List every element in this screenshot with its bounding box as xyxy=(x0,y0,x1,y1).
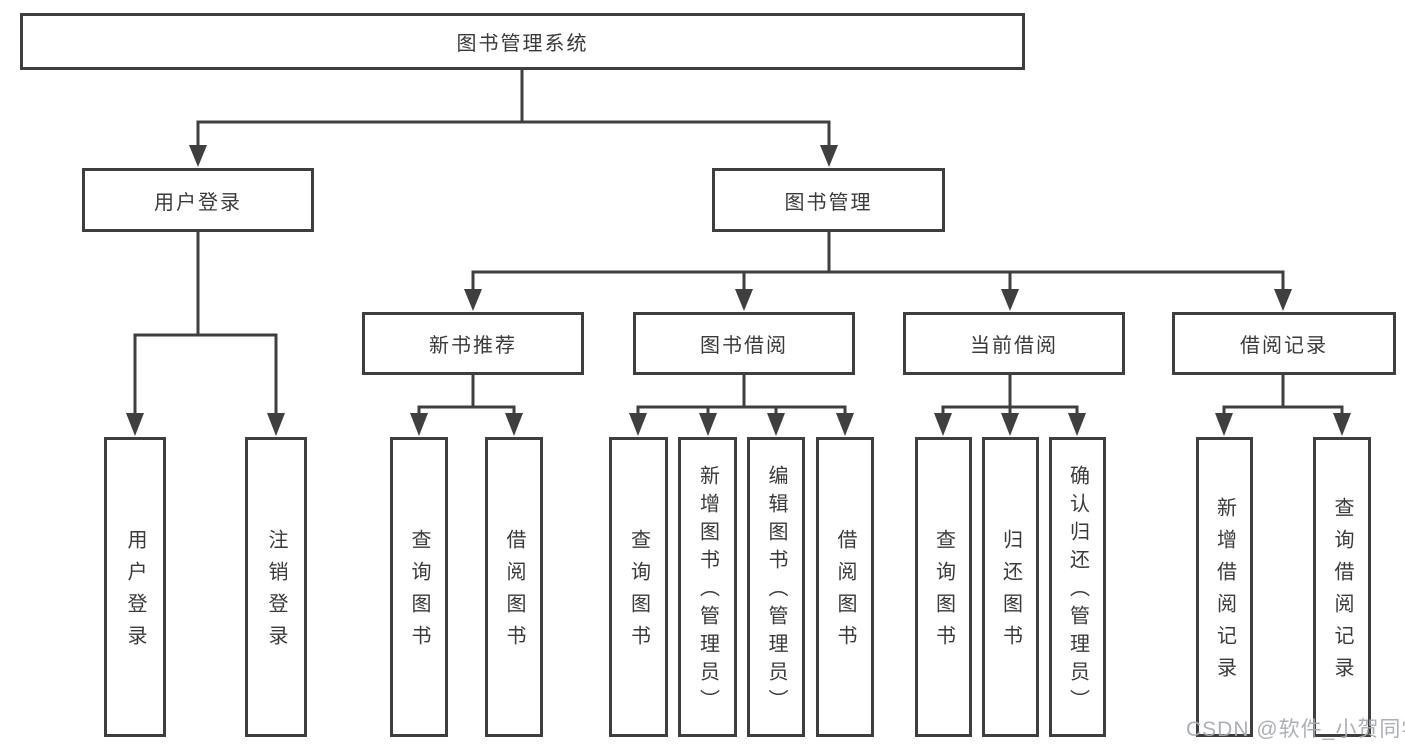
arrowhead-icon xyxy=(1001,289,1019,311)
arrowhead-icon xyxy=(267,413,285,436)
connector-user-login-children xyxy=(126,232,285,436)
node-edit-books-admin-leaf: 编辑图书（管理员） xyxy=(747,437,805,737)
connector-book-borrow-children xyxy=(629,375,854,436)
node-query-borrow-record-leaf: 查询借阅记录 xyxy=(1313,437,1371,737)
arrowhead-icon xyxy=(699,413,717,436)
node-label: 图书管理系统 xyxy=(456,33,589,55)
node-label: 借阅图书 xyxy=(834,529,856,657)
node-label: 查询借阅记录 xyxy=(1331,497,1353,689)
node-label: 注销登录 xyxy=(265,529,287,657)
node-label: 用户登录 xyxy=(154,191,242,214)
node-logout-leaf: 注销登录 xyxy=(245,437,307,737)
node-label: 新增图书（管理员） xyxy=(696,465,719,717)
connector-new-books-children xyxy=(410,375,523,436)
node-borrow-records: 借阅记录 xyxy=(1172,312,1396,375)
node-label: 借阅图书 xyxy=(503,529,525,657)
node-label: 确认归还（管理员） xyxy=(1066,465,1089,717)
node-add-borrow-record-leaf: 新增借阅记录 xyxy=(1196,437,1253,737)
arrowhead-icon xyxy=(1215,413,1233,436)
node-query-books-leaf: 查询图书 xyxy=(609,437,668,737)
node-label: 借阅记录 xyxy=(1240,335,1328,357)
arrowhead-icon xyxy=(189,145,207,167)
arrowhead-icon xyxy=(820,145,838,167)
node-label: 查询图书 xyxy=(408,529,430,657)
node-label: 新书推荐 xyxy=(429,335,517,357)
node-query-books-leaf: 查询图书 xyxy=(915,437,972,737)
node-query-books-leaf: 查询图书 xyxy=(390,437,448,737)
node-user-login-leaf: 用户登录 xyxy=(104,437,166,737)
arrowhead-icon xyxy=(505,413,523,436)
node-label: 查询图书 xyxy=(932,529,955,657)
node-label: 归还图书 xyxy=(999,529,1022,657)
arrowhead-icon xyxy=(934,413,952,436)
arrowhead-icon xyxy=(126,413,144,436)
node-label: 新增借阅记录 xyxy=(1213,497,1236,689)
node-book-management: 图书管理 xyxy=(712,168,945,232)
arrowhead-icon xyxy=(767,413,785,436)
connector-borrow-records-children xyxy=(1215,375,1351,436)
arrowhead-icon xyxy=(1274,289,1292,311)
arrowhead-icon xyxy=(836,413,854,436)
connector-book-mgmt-children xyxy=(464,232,1292,311)
arrowhead-icon xyxy=(464,289,482,311)
node-user-login: 用户登录 xyxy=(82,168,314,232)
arrowhead-icon xyxy=(1001,413,1019,436)
watermark: CSDN @软件_小贺同学 xyxy=(1186,718,1405,741)
node-borrow-books-leaf: 借阅图书 xyxy=(816,437,874,737)
arrowhead-icon xyxy=(629,413,647,436)
arrowhead-icon xyxy=(735,289,753,311)
arrowhead-icon xyxy=(410,413,428,436)
node-label: 当前借阅 xyxy=(970,335,1058,357)
node-label: 图书借阅 xyxy=(700,335,788,357)
node-borrow-books-leaf: 借阅图书 xyxy=(485,437,543,737)
node-label: 查询图书 xyxy=(627,529,650,657)
node-return-books-leaf: 归还图书 xyxy=(982,437,1039,737)
node-confirm-return-admin-leaf: 确认归还（管理员） xyxy=(1049,437,1106,737)
arrowhead-icon xyxy=(1333,413,1351,436)
node-current-borrowing: 当前借阅 xyxy=(903,312,1125,375)
arrowhead-icon xyxy=(1068,413,1086,436)
connector-current-borrow-children xyxy=(934,375,1086,436)
node-book-borrowing: 图书借阅 xyxy=(633,312,855,375)
node-label: 编辑图书（管理员） xyxy=(765,465,787,717)
connector-root-to-level2 xyxy=(189,70,838,167)
node-add-books-admin-leaf: 新增图书（管理员） xyxy=(678,437,737,737)
node-new-book-recommend: 新书推荐 xyxy=(362,312,584,375)
node-root: 图书管理系统 xyxy=(20,13,1025,70)
node-label: 用户登录 xyxy=(124,529,146,657)
node-label: 图书管理 xyxy=(784,191,873,214)
